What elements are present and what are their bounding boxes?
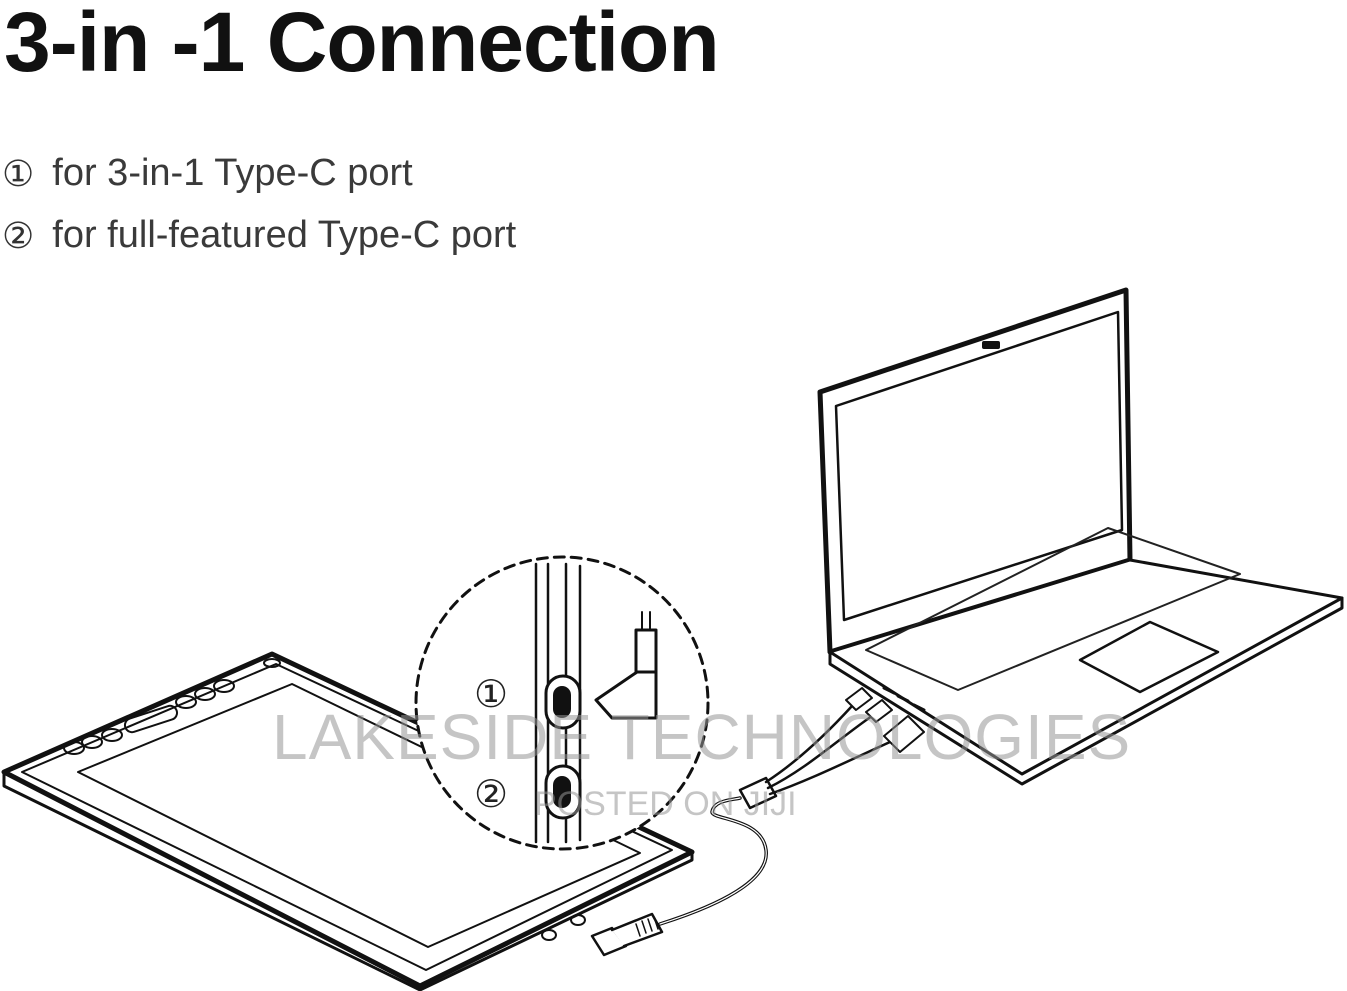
legend-item-2: ② for full-featured Type-C port xyxy=(2,214,516,257)
port-zoom-callout xyxy=(414,555,710,851)
callout-marker-2: ② xyxy=(474,774,509,816)
type-c-cable xyxy=(590,796,768,957)
usb-splitter xyxy=(738,687,925,810)
legend-text-1: for 3-in-1 Type-C port xyxy=(52,152,413,194)
legend-text-2: for full-featured Type-C port xyxy=(52,214,517,256)
legend-marker-1: ① xyxy=(2,152,35,194)
legend-item-1: ① for 3-in-1 Type-C port xyxy=(2,152,413,195)
laptop xyxy=(817,287,1344,786)
page-title: 3-in -1 Connection xyxy=(4,0,720,89)
pen-display-tablet xyxy=(1,651,695,991)
callout-marker-1: ① xyxy=(474,674,509,716)
legend-marker-2: ② xyxy=(2,214,35,256)
